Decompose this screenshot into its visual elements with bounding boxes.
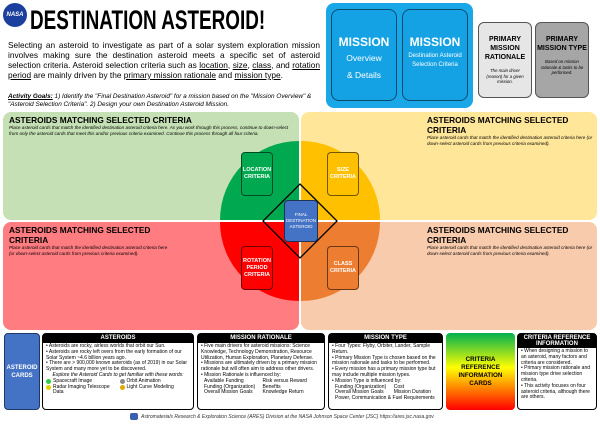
factor: Cost xyxy=(393,383,405,390)
class-criteria-card[interactable]: CLASS CRITERIA xyxy=(327,246,359,290)
rotation-criteria-card[interactable]: ROTATION PERIOD CRITERIA xyxy=(241,246,273,290)
factor: Funding (Organization) xyxy=(335,383,387,390)
bullet: • Four Types: Flyby, Orbiter, Lander, Sa… xyxy=(332,343,430,355)
legend-lightcurve: Light Curve Modeling xyxy=(119,384,191,397)
bullet: • There are > 900,000 known asteroids (a… xyxy=(46,360,188,373)
light-curve-icon xyxy=(119,385,125,391)
page-title: DESTINATION ASTEROID! xyxy=(30,5,266,35)
legend-orbit: Orbit Animation xyxy=(119,378,191,385)
intro-paragraph: Selecting an asteroid to investigate as … xyxy=(8,40,320,80)
intro-text: , xyxy=(247,60,253,70)
bullet: • This activity focuses on four asteroid… xyxy=(521,382,590,401)
bullet: • Primary mission rationale and mission … xyxy=(521,365,590,383)
orbit-icon xyxy=(119,379,125,385)
panel-title: MISSION RATIONALE xyxy=(198,334,324,343)
bullet: • Five main drivers for asteroid mission… xyxy=(201,343,314,361)
bullet: • Primary Mission Type is chosen based o… xyxy=(332,354,436,367)
card-sub: Destination Asteroid Selection Criteria xyxy=(408,53,462,68)
factor: Available Funding xyxy=(204,377,244,384)
legend-spacecraft: Spacecraft Image xyxy=(46,378,117,385)
intro-text: Selecting an asteroid to investigate as … xyxy=(8,40,320,70)
card-desc: Based on mission rationale & tasks to be… xyxy=(540,59,584,75)
zone-heading: ASTEROIDS MATCHING SELECTED CRITERIA xyxy=(9,115,192,125)
footer-credit: Astromaterials Research & Exploration Sc… xyxy=(130,413,434,420)
bullet: • Missions are ultimately driven by a pr… xyxy=(201,360,317,373)
intro-text: , xyxy=(227,60,233,70)
card-desc: The main driver (reason) for a given mis… xyxy=(486,68,524,84)
mission-card-holder: MISSION Overview & Details MISSION Desti… xyxy=(326,3,473,108)
card-title: MISSION xyxy=(338,35,390,49)
diamond-outline xyxy=(262,183,338,259)
radar-icon xyxy=(46,385,51,391)
zone-desc: Place asteroid cards that match the iden… xyxy=(427,245,593,256)
bullet: • Mission Type is influenced by: xyxy=(332,377,402,384)
panel-title: CRITERIA REFERENCE INFORMATION xyxy=(518,334,596,348)
goals-label: Activity Goals: xyxy=(8,93,53,100)
bullet: • Every mission has a primary mission ty… xyxy=(332,366,436,378)
factor: Benefits xyxy=(262,383,281,390)
panel-title: ASTEROIDS xyxy=(43,334,193,343)
intro-text: and xyxy=(216,70,235,80)
goals-text: 1) Identify the "Final Destination Aster… xyxy=(8,93,312,108)
intro-text: are mainly driven by the xyxy=(31,70,124,80)
size-criteria-card[interactable]: SIZE CRITERIA xyxy=(327,152,359,196)
factor: Power, Communication & Fuel Requirements xyxy=(335,395,435,402)
card-title: MISSION xyxy=(409,35,461,49)
bullet: • When designing a mission to an asteroi… xyxy=(521,348,589,366)
final-destination-card[interactable]: FINAL DESTINATION ASTEROID xyxy=(284,200,318,242)
card-title: PRIMARY MISSION TYPE xyxy=(537,36,587,52)
rationale-info-panel: MISSION RATIONALE • Five main drivers fo… xyxy=(197,333,325,410)
zone-heading: ASTEROIDS MATCHING SELECTED CRITERIA xyxy=(427,115,569,135)
factor: Risk versus Reward xyxy=(262,377,307,384)
mission-criteria-card[interactable]: MISSION Destination Asteroid Selection C… xyxy=(402,9,468,101)
term-type: mission type xyxy=(234,70,281,80)
criteria-info-panel: CRITERIA REFERENCE INFORMATION • When de… xyxy=(517,333,597,410)
term-rotation: rotation period xyxy=(8,60,320,80)
zone-heading: ASTEROIDS MATCHING SELECTED CRITERIA xyxy=(9,225,151,245)
intro-text: , and xyxy=(271,60,293,70)
bullet: • Asteroids are rocky, airless worlds th… xyxy=(46,343,166,349)
factor: Overall Mission Goals xyxy=(204,389,253,396)
zone-desc: Place asteroid cards that match the iden… xyxy=(427,135,593,146)
card-title: PRIMARY MISSION RATIONALE xyxy=(484,36,526,61)
location-criteria-card[interactable]: LOCATION CRITERIA xyxy=(241,152,273,196)
card-sub: & Details xyxy=(346,70,381,80)
criteria-cards-deck[interactable]: CRITERIA REFERENCE INFORMATION CARDS xyxy=(446,333,515,410)
activity-goals: Activity Goals: 1) Identify the "Final D… xyxy=(8,93,323,109)
term-rationale: primary mission rationale xyxy=(123,70,216,80)
zone-heading: ASTEROIDS MATCHING SELECTED CRITERIA xyxy=(427,225,569,245)
game-board: ASTEROIDS MATCHING SELECTED CRITERIA Pla… xyxy=(3,112,597,330)
spacecraft-icon xyxy=(46,379,51,385)
rationale-card[interactable]: PRIMARY MISSION RATIONALE The main drive… xyxy=(478,22,532,98)
explore-text: Explore the Asteroid Cards to get famili… xyxy=(52,371,184,378)
nasa-logo: NASA xyxy=(3,3,27,27)
mission-overview-card[interactable]: MISSION Overview & Details xyxy=(331,9,397,101)
panel-title: MISSION TYPE xyxy=(329,334,442,343)
card-sub: Overview xyxy=(346,53,382,63)
factor: Knowledge Return xyxy=(262,389,304,396)
zone-desc: Place asteroid cards that match the iden… xyxy=(9,245,168,256)
term-location: location xyxy=(199,60,228,70)
factor: Overall Mission Goals xyxy=(335,389,384,396)
asteroid-cards-deck[interactable]: ASTEROID CARDS xyxy=(4,333,40,410)
type-card[interactable]: PRIMARY MISSION TYPE Based on mission ra… xyxy=(535,22,589,98)
legend-radar: Radar Imaging Telescope Data xyxy=(46,384,117,397)
ares-logo-icon xyxy=(130,413,138,420)
term-size: size xyxy=(232,60,248,70)
zone-desc: Place asteroid cards that match the iden… xyxy=(9,125,289,136)
asteroids-info-panel: ASTEROIDS • Asteroids are rocky, airless… xyxy=(42,333,194,410)
factor: Mission Duration xyxy=(393,389,432,396)
factor: Funding (Organization) xyxy=(204,383,256,390)
type-info-panel: MISSION TYPE • Four Types: Flyby, Orbite… xyxy=(328,333,443,410)
intro-text: . xyxy=(280,70,283,80)
term-class: class xyxy=(252,60,272,70)
bullet: • Mission Rationale is influenced by: xyxy=(201,371,281,378)
bullet: • Asteroids are rocky left overs from th… xyxy=(46,348,182,361)
